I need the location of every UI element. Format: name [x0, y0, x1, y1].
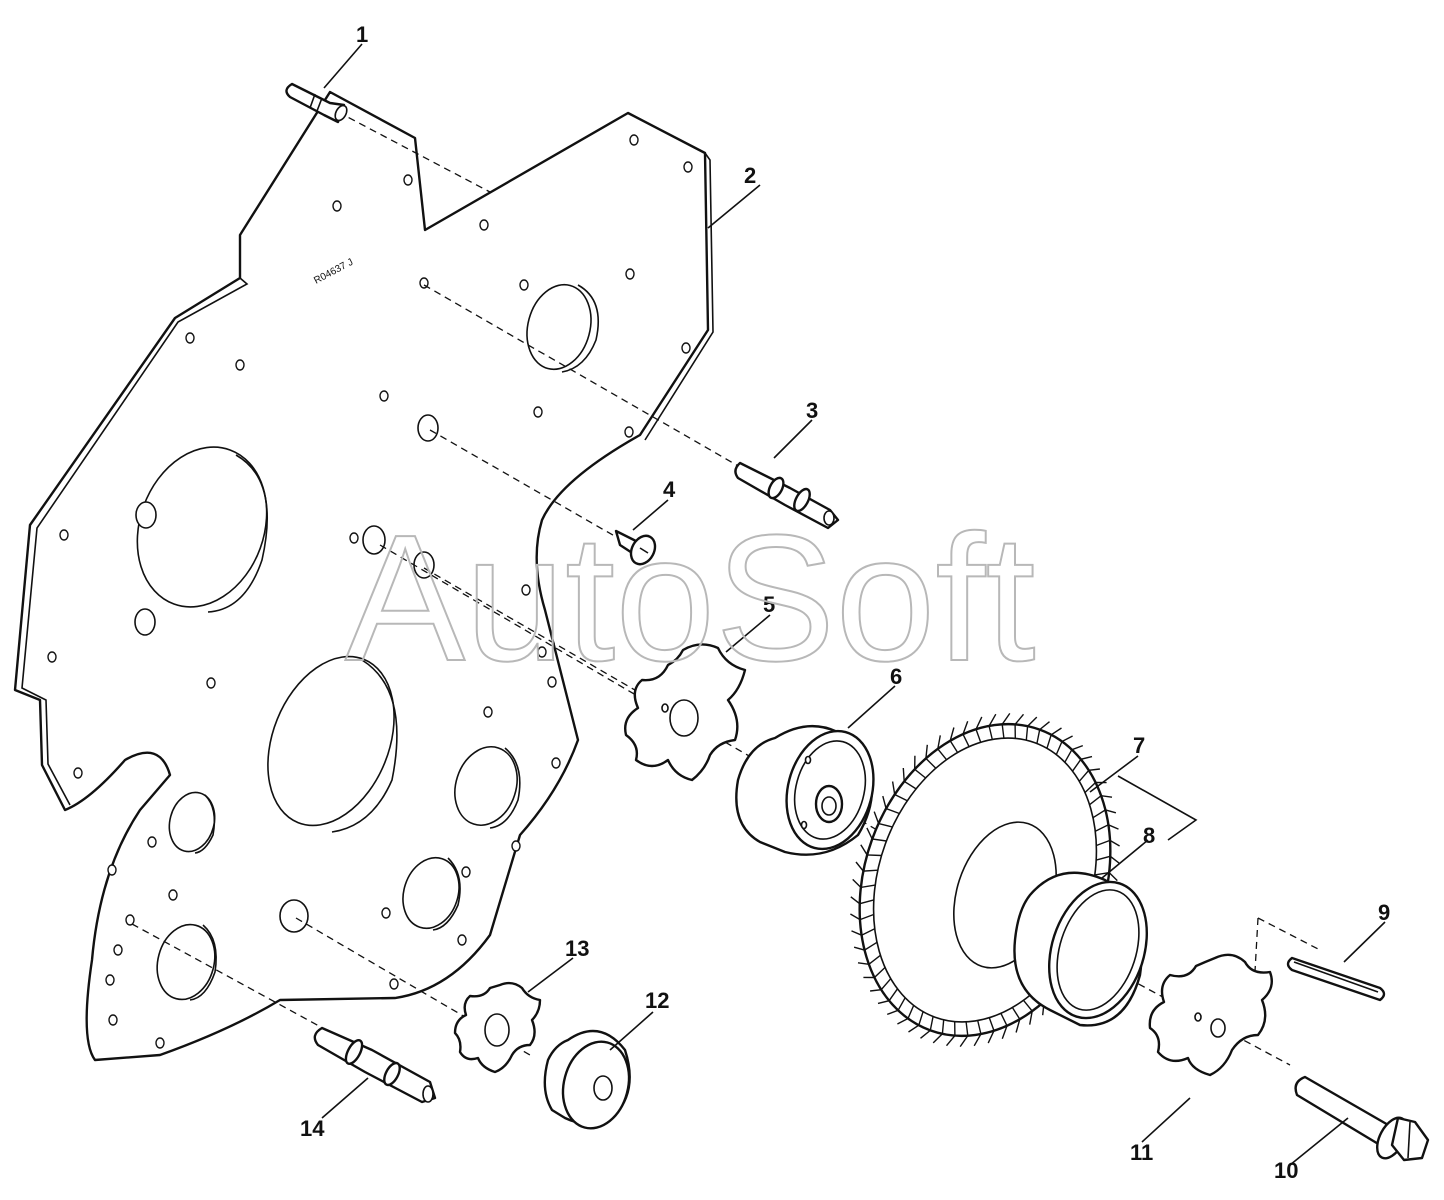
- gear-tooth: [1014, 713, 1025, 739]
- gear-tooth: [863, 966, 886, 979]
- gear-tooth: [913, 755, 927, 779]
- callout-9: 9: [1378, 900, 1390, 925]
- gear-tooth: [897, 1005, 915, 1025]
- callout-5: 5: [763, 592, 775, 617]
- countersunk-screw: [614, 529, 657, 566]
- bushing: [1013, 871, 1149, 1027]
- gear-tooth: [1092, 809, 1117, 819]
- callout-8: 8: [1143, 823, 1155, 848]
- gear-tooth: [949, 727, 959, 753]
- gear-tooth: [1046, 727, 1062, 749]
- gear-tooth: [855, 861, 878, 872]
- gear-tooth: [873, 811, 893, 828]
- gear-tooth: [1001, 712, 1011, 739]
- gear-tooth: [1064, 744, 1084, 763]
- idler-shaft: [734, 461, 840, 530]
- gear-tooth: [1000, 1012, 1008, 1039]
- lower-idler-shaft: [313, 1026, 437, 1104]
- thrust-plate-medium: [453, 981, 542, 1074]
- gear-tooth: [1089, 794, 1113, 806]
- gear-tooth: [886, 997, 906, 1016]
- gear-tooth: [882, 795, 900, 815]
- gear-tooth: [852, 878, 876, 889]
- gear-tooth: [877, 988, 899, 1005]
- gear-tooth: [908, 1011, 924, 1033]
- gear-tooth: [973, 1020, 982, 1047]
- callout-1: 1: [356, 22, 368, 47]
- callout-12: 12: [645, 988, 669, 1013]
- callout-13: 13: [565, 936, 589, 961]
- small-idler-hub: [543, 1029, 631, 1130]
- gear-tooth: [853, 941, 878, 951]
- gear-tooth: [902, 767, 917, 790]
- spring-pin: [1286, 956, 1386, 1002]
- callout-4: 4: [663, 477, 676, 502]
- gear-tooth: [850, 896, 874, 905]
- gear-tooth: [988, 713, 997, 740]
- callout-11: 11: [1130, 1140, 1153, 1165]
- gear-tooth: [925, 744, 937, 769]
- gear-tooth: [1011, 1007, 1021, 1033]
- gear-tooth: [959, 1021, 969, 1048]
- gear-tooth: [920, 1016, 934, 1039]
- gear-tooth: [1025, 716, 1038, 741]
- thrust-plate-large: [624, 643, 747, 782]
- watermark: AutoSoft: [345, 498, 1035, 699]
- gear-tooth: [1096, 855, 1120, 864]
- gear-tooth: [975, 716, 983, 743]
- gear-tooth: [866, 827, 887, 842]
- dowel-pin: [285, 82, 348, 124]
- thrust-plate-small: [1148, 953, 1273, 1077]
- callout-14: 14: [300, 1116, 325, 1141]
- gear-tooth: [851, 928, 876, 936]
- idler-hub: [735, 724, 875, 856]
- callout-2: 2: [744, 163, 756, 188]
- callout-3: 3: [806, 398, 818, 423]
- callout-numbers: 1 2 3 4 5 6 7 8 9 10 11 12 13 14: [300, 22, 1390, 1183]
- gear-tooth: [1094, 824, 1119, 832]
- flange-bolt: [1294, 1075, 1430, 1162]
- gear-tooth: [857, 954, 881, 966]
- gear-tooth: [945, 1021, 956, 1047]
- front-plate: R04637 J: [13, 90, 714, 1062]
- callout-7: 7: [1133, 733, 1145, 758]
- gear-tooth: [850, 913, 874, 921]
- gear-tooth: [1071, 755, 1093, 772]
- gear-tooth: [932, 1019, 945, 1044]
- gear-tooth: [962, 721, 970, 748]
- gear-tooth: [870, 978, 892, 992]
- gear-tooth: [987, 1017, 995, 1044]
- gear-tooth: [1055, 735, 1073, 755]
- gear-tooth: [1036, 721, 1050, 744]
- gear-tooth: [1022, 999, 1033, 1025]
- leader-lines: [321, 43, 1386, 1166]
- gear-tooth: [937, 735, 948, 761]
- gear-tooth: [1096, 839, 1120, 847]
- callout-10: 10: [1274, 1158, 1298, 1183]
- gear-tooth: [860, 844, 882, 857]
- gear-tooth: [891, 781, 908, 802]
- callout-6: 6: [890, 664, 902, 689]
- gear-tooth: [1078, 768, 1100, 782]
